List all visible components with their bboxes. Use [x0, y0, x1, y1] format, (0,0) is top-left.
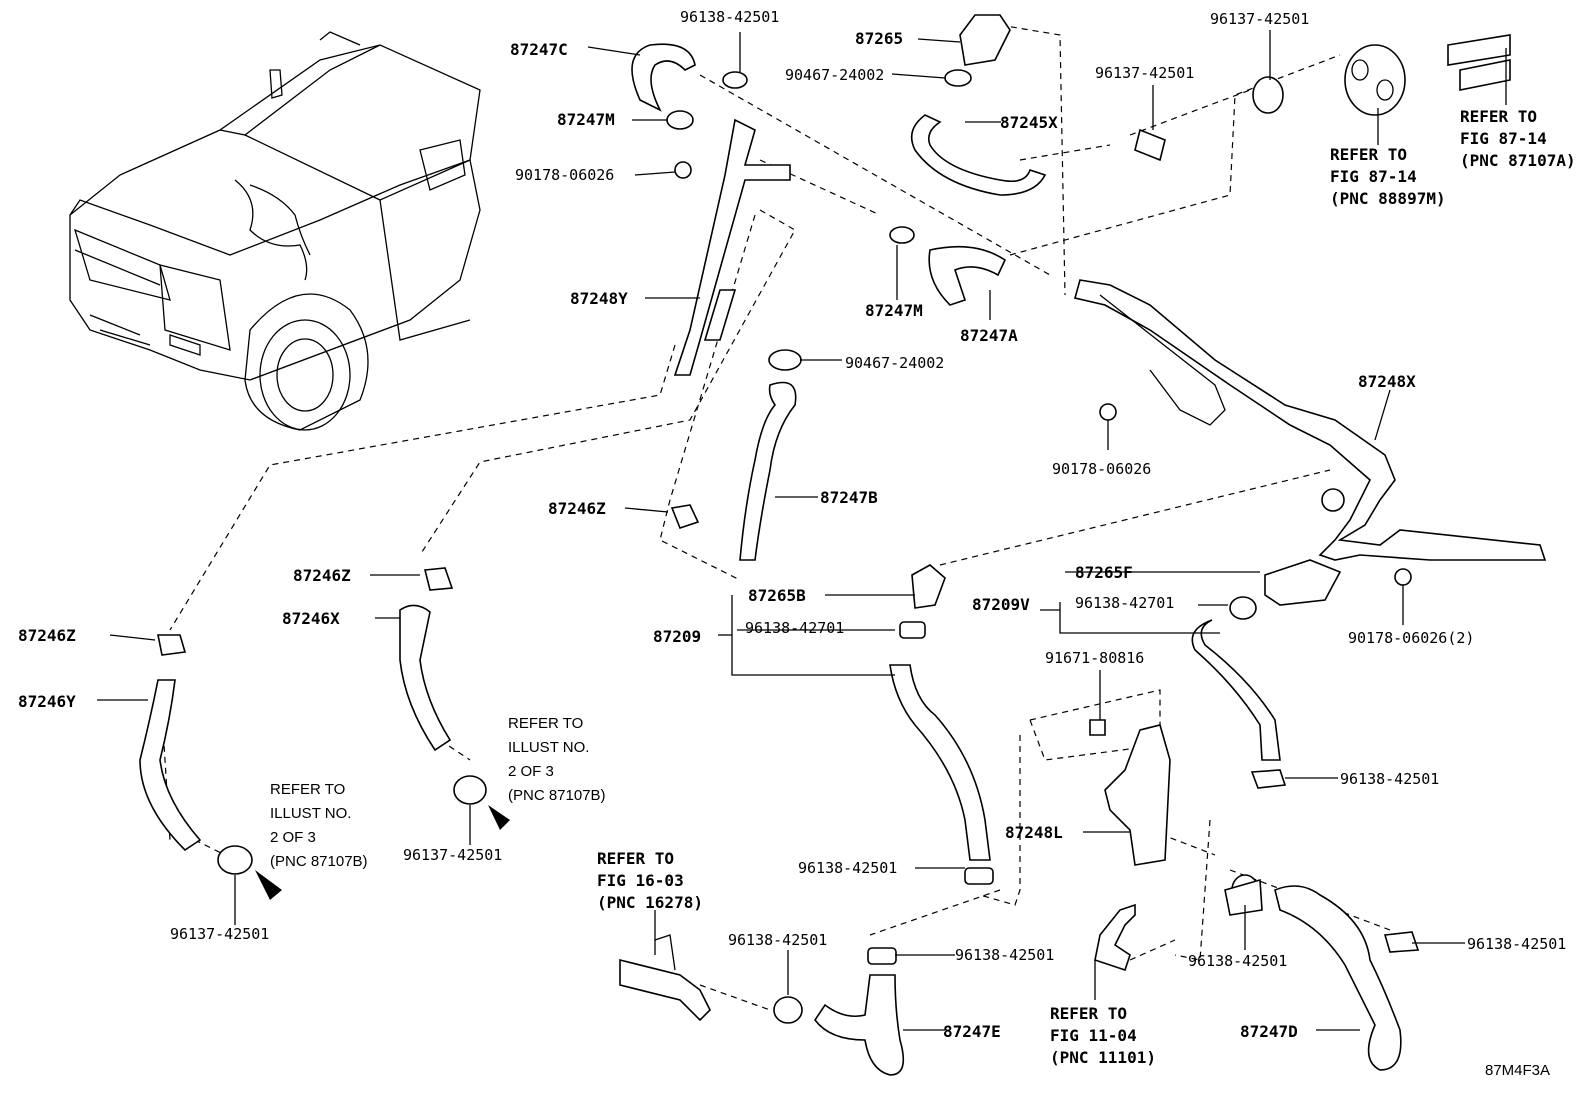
note-ref-88897M[interactable]: REFER TO FIG 87-14 (PNC 88897M): [1330, 145, 1446, 208]
label-96138-42501-e-left[interactable]: 96138-42501: [728, 931, 827, 949]
svg-text:(PNC 16278): (PNC 16278): [597, 893, 703, 912]
svg-text:FIG 16-03: FIG 16-03: [597, 871, 684, 890]
svg-text:REFER TO: REFER TO: [508, 715, 583, 732]
label-96138-42501-d-left[interactable]: 96138-42501: [1188, 952, 1287, 970]
svg-text:REFER TO: REFER TO: [597, 849, 674, 868]
leader-lines: [97, 30, 1507, 1031]
svg-text:REFER TO: REFER TO: [270, 781, 345, 798]
note-ref-87107A[interactable]: REFER TO FIG 87-14 (PNC 87107A): [1460, 107, 1576, 170]
parts: [139, 14, 1547, 1076]
label-87246Z-b[interactable]: 87246Z: [293, 566, 351, 585]
label-96137-42501-a[interactable]: 96137-42501: [1095, 64, 1194, 82]
svg-text:ILLUST NO.: ILLUST NO.: [508, 739, 589, 756]
svg-text:(PNC 87107B): (PNC 87107B): [508, 787, 606, 804]
label-96138-42501-d-right[interactable]: 96138-42501: [1467, 935, 1566, 953]
label-96137-42501-b[interactable]: 96137-42501: [1210, 10, 1309, 28]
label-87246Z-c[interactable]: 87246Z: [18, 626, 76, 645]
label-90178-06026-mid[interactable]: 90178-06026: [1052, 460, 1151, 478]
svg-text:(PNC 87107B): (PNC 87107B): [270, 853, 368, 870]
label-87247A[interactable]: 87247A: [960, 326, 1018, 345]
part-labels: 87247C 96138-42501 87265 90467-24002 961…: [18, 8, 1566, 1041]
note-ref-11101[interactable]: REFER TO FIG 11-04 (PNC 11101): [1050, 1004, 1156, 1067]
note-ref-16278[interactable]: REFER TO FIG 16-03 (PNC 16278): [597, 849, 703, 912]
label-87246Z-a[interactable]: 87246Z: [548, 499, 606, 518]
svg-text:REFER TO: REFER TO: [1050, 1004, 1127, 1023]
label-96138-42501-mid[interactable]: 96138-42501: [798, 859, 897, 877]
label-87265[interactable]: 87265: [855, 29, 903, 48]
label-90178-06026-2[interactable]: 90178-06026(2): [1348, 629, 1474, 647]
label-87247B[interactable]: 87247B: [820, 488, 878, 507]
label-87247E[interactable]: 87247E: [943, 1022, 1001, 1041]
label-90467-24002-top[interactable]: 90467-24002: [785, 66, 884, 84]
svg-text:FIG 11-04: FIG 11-04: [1050, 1026, 1137, 1045]
svg-text:FIG 87-14: FIG 87-14: [1460, 129, 1547, 148]
svg-text:(PNC 88897M): (PNC 88897M): [1330, 189, 1446, 208]
illustration-code: 87M4F3A: [1485, 1062, 1550, 1079]
label-87247M-top[interactable]: 87247M: [557, 110, 615, 129]
label-87246X[interactable]: 87246X: [282, 609, 340, 628]
svg-text:REFER TO: REFER TO: [1330, 145, 1407, 164]
label-87209[interactable]: 87209: [653, 627, 701, 646]
svg-text:REFER TO: REFER TO: [1460, 107, 1537, 126]
note-ref-illust-mid[interactable]: REFER TO ILLUST NO. 2 OF 3 (PNC 87107B): [508, 715, 606, 804]
label-90178-06026-top[interactable]: 90178-06026: [515, 166, 614, 184]
label-87246Y[interactable]: 87246Y: [18, 692, 76, 711]
svg-text:ILLUST NO.: ILLUST NO.: [270, 805, 351, 822]
label-87247D[interactable]: 87247D: [1240, 1022, 1298, 1041]
label-87248Y[interactable]: 87248Y: [570, 289, 628, 308]
label-87209V[interactable]: 87209V: [972, 595, 1030, 614]
label-87265F[interactable]: 87265F: [1075, 563, 1133, 582]
label-91671-80816[interactable]: 91671-80816: [1045, 649, 1144, 667]
label-87265B[interactable]: 87265B: [748, 586, 806, 605]
note-ref-illust-left[interactable]: REFER TO ILLUST NO. 2 OF 3 (PNC 87107B): [270, 781, 368, 870]
svg-text:2 OF 3: 2 OF 3: [508, 763, 554, 780]
svg-text:2 OF 3: 2 OF 3: [270, 829, 316, 846]
label-96138-42501-right[interactable]: 96138-42501: [1340, 770, 1439, 788]
label-96138-42701-left[interactable]: 96138-42701: [745, 619, 844, 637]
svg-text:(PNC 11101): (PNC 11101): [1050, 1048, 1156, 1067]
label-96138-42501-e-top[interactable]: 96138-42501: [955, 946, 1054, 964]
label-96138-42701-right[interactable]: 96138-42701: [1075, 594, 1174, 612]
label-87245X[interactable]: 87245X: [1000, 113, 1058, 132]
label-87247M-mid[interactable]: 87247M: [865, 301, 923, 320]
label-96137-42501-left[interactable]: 96137-42501: [170, 925, 269, 943]
label-96137-42501-mid[interactable]: 96137-42501: [403, 846, 502, 864]
label-96138-42501-top[interactable]: 96138-42501: [680, 8, 779, 26]
label-87248L[interactable]: 87248L: [1005, 823, 1063, 842]
svg-text:(PNC 87107A): (PNC 87107A): [1460, 151, 1576, 170]
reference-notes: REFER TO FIG 87-14 (PNC 88897M) REFER TO…: [270, 107, 1576, 1067]
label-90467-24002-mid[interactable]: 90467-24002: [845, 354, 944, 372]
label-87247C[interactable]: 87247C: [510, 40, 568, 59]
vehicle-illustration: [69, 31, 481, 431]
svg-text:FIG 87-14: FIG 87-14: [1330, 167, 1417, 186]
label-87248X[interactable]: 87248X: [1358, 372, 1416, 391]
